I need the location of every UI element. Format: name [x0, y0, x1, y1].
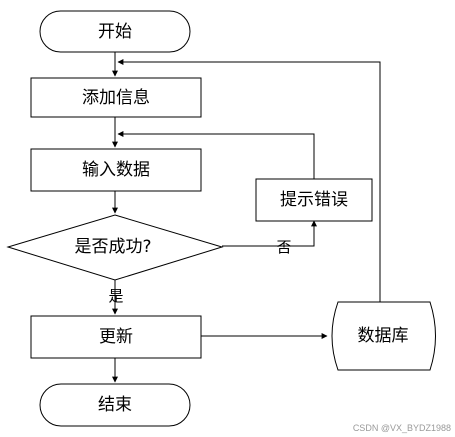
node-update: 更新	[30, 315, 202, 359]
node-decision: 是否成功?	[6, 214, 224, 281]
input-data-box	[30, 148, 202, 192]
add-info-label: 添加信息	[82, 88, 150, 108]
edge-label-no: 否	[276, 238, 291, 256]
node-show-error: 提示错误	[255, 178, 373, 222]
database-stored-data-shape	[331, 301, 436, 371]
show-error-label: 提示错误	[280, 190, 348, 210]
update-box	[30, 315, 202, 359]
connectors	[112, 52, 381, 383]
decision-diamond	[6, 214, 224, 281]
show-error-box	[255, 178, 373, 222]
end-label: 结束	[98, 395, 132, 415]
start-label: 开始	[98, 22, 132, 42]
decision-label: 是否成功?	[74, 237, 151, 257]
node-end: 结束	[39, 383, 191, 427]
node-database: 数据库	[331, 301, 436, 371]
arrow-database-loop	[117, 59, 381, 302]
add-info-box	[30, 77, 202, 118]
watermark-text: CSDN @VX_BYDZ1988	[353, 423, 451, 433]
edge-label-yes: 是	[108, 287, 123, 305]
database-label: 数据库	[358, 326, 409, 346]
start-terminator	[39, 10, 191, 53]
node-start: 开始	[39, 10, 191, 53]
input-data-label: 输入数据	[82, 160, 150, 180]
end-terminator	[39, 383, 191, 427]
arrow-decision-to-show-error	[222, 220, 317, 247]
node-input-data: 输入数据	[30, 148, 202, 192]
node-add-info: 添加信息	[30, 77, 202, 118]
arrow-show-error-loop	[117, 131, 315, 179]
update-label: 更新	[99, 327, 133, 347]
